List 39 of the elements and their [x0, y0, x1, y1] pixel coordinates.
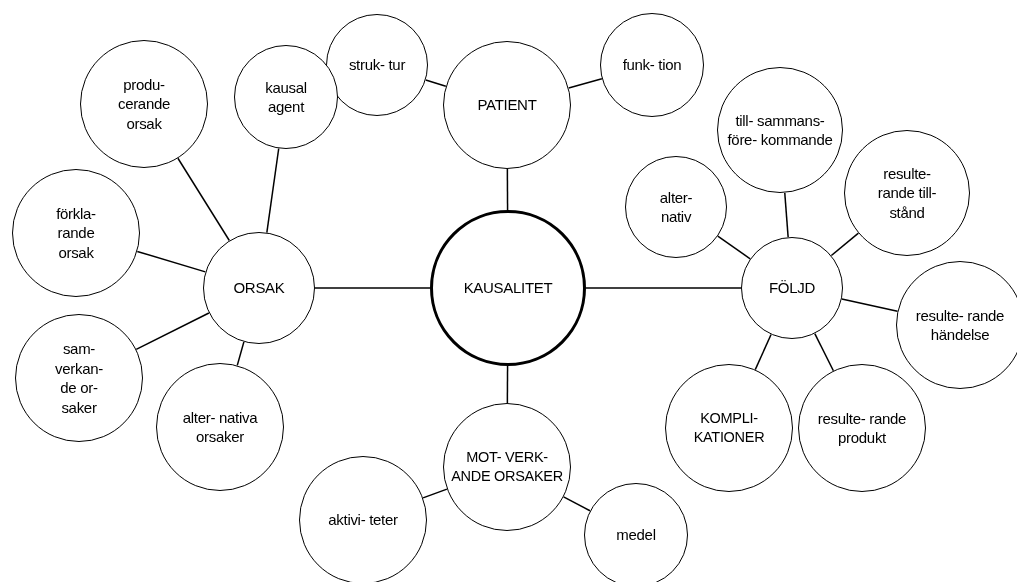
connector-line	[177, 157, 231, 242]
node-label: funk- tion	[622, 55, 682, 75]
connector-line	[136, 250, 207, 273]
connector-line	[585, 287, 742, 289]
node-label: ORSAK	[232, 278, 286, 298]
node-label: FÖLJD	[768, 278, 816, 298]
node-label: alter- nativa orsaker	[182, 407, 258, 447]
node-label: kausal agent	[264, 77, 308, 117]
node-label: KAUSALITET	[462, 278, 554, 298]
connector-line	[425, 79, 447, 87]
node-label: produ- cerande orsak	[116, 74, 172, 134]
node-label: KOMPLI- KATIONER	[692, 409, 766, 447]
node-label: MOT- VERK- ANDE ORSAKER	[450, 448, 564, 486]
connector-line	[784, 192, 789, 238]
connector-line	[236, 341, 245, 367]
node-label: PATIENT	[476, 95, 538, 115]
connector-line	[567, 78, 603, 89]
connector-line	[135, 312, 210, 351]
node-label: resulte- rande händelse	[914, 305, 1006, 345]
node-label: medel	[615, 525, 657, 545]
connector-line	[506, 168, 509, 211]
connector-line	[314, 287, 431, 289]
connector-line	[266, 147, 280, 234]
connector-line	[814, 332, 835, 372]
node-label: förkla- rande orsak	[55, 203, 97, 263]
node-label: till- sammans- före- kommande	[726, 110, 834, 150]
connector-line	[841, 298, 899, 312]
node-label: struk- tur	[347, 55, 407, 75]
connector-line	[422, 488, 448, 499]
node-label: alter- nativ	[658, 187, 694, 227]
connector-line	[754, 333, 772, 371]
connector-line	[506, 365, 509, 404]
node-label: resulte- rande till- stånd	[876, 163, 938, 223]
node-label: resulte- rande produkt	[816, 408, 908, 448]
connector-line	[717, 235, 751, 260]
connector-line	[562, 496, 591, 512]
node-label: sam- verkan- de or- saker	[54, 339, 104, 417]
node-label: aktivi- teter	[328, 510, 398, 530]
connector-line	[830, 232, 860, 257]
